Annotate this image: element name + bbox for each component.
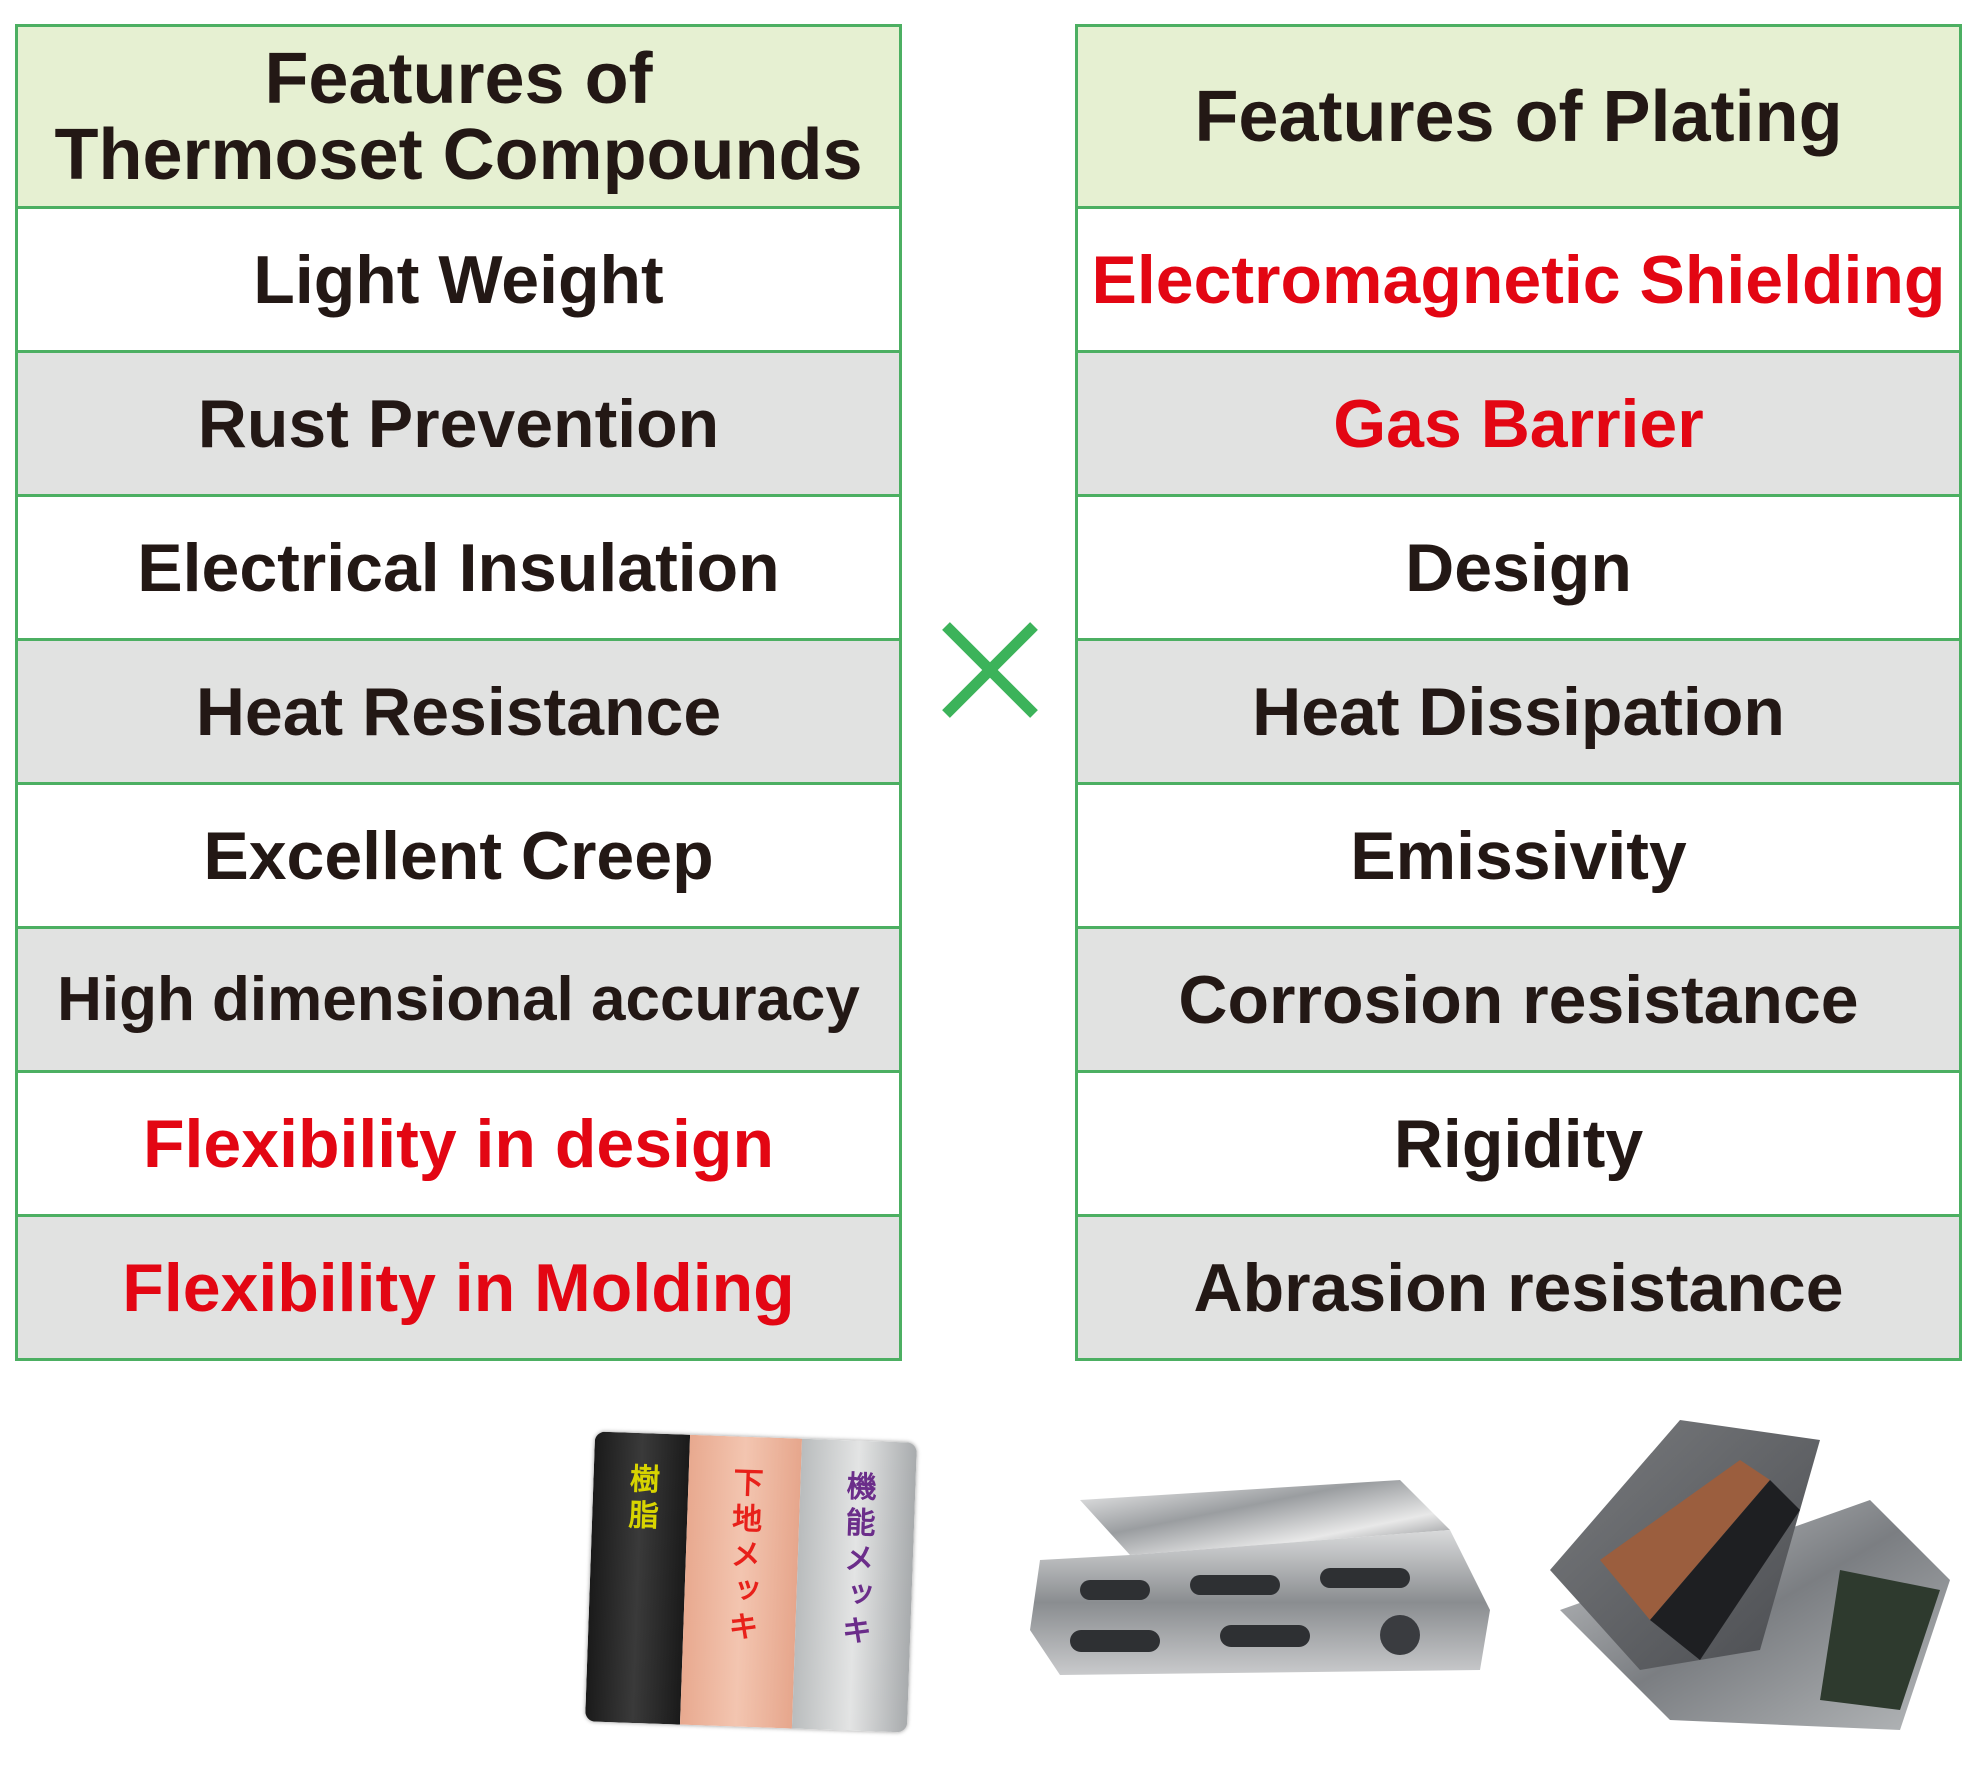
thermoset-features-header: Features of Thermoset Compounds <box>18 27 899 209</box>
multiply-cross-icon <box>942 622 1038 718</box>
feature-row-highlight: Electromagnetic Shielding <box>1078 209 1959 353</box>
feature-row: Abrasion resistance <box>1078 1217 1959 1358</box>
resin-layer: 樹脂 <box>585 1431 691 1725</box>
shielded-box-photo <box>1550 1420 1950 1730</box>
plating-layer-sample-photo: 樹脂 下地メッキ 機能メッキ <box>585 1431 917 1733</box>
header-line-2: Thermoset Compounds <box>54 114 863 195</box>
resin-layer-label: 樹脂 <box>622 1462 660 1536</box>
thermoset-features-table: Features of Thermoset Compounds Light We… <box>15 24 902 1361</box>
feature-row: Electrical Insulation <box>18 497 899 641</box>
functional-plating-label: 機能メッキ <box>835 1470 877 1652</box>
feature-row: Design <box>1078 497 1959 641</box>
feature-row: Excellent Creep <box>18 785 899 929</box>
feature-row: Light Weight <box>18 209 899 353</box>
feature-row-highlight: Flexibility in design <box>18 1073 899 1217</box>
feature-row-highlight: Flexibility in Molding <box>18 1217 899 1358</box>
base-plating-label: 下地メッキ <box>721 1466 764 1648</box>
feature-row-highlight: Gas Barrier <box>1078 353 1959 497</box>
base-plating-layer: 下地メッキ <box>679 1434 803 1729</box>
plated-housing-photo <box>1030 1480 1490 1675</box>
feature-row: Rust Prevention <box>18 353 899 497</box>
feature-row: High dimensional accuracy <box>18 929 899 1073</box>
header-line-1: Features of <box>264 38 653 119</box>
feature-row: Emissivity <box>1078 785 1959 929</box>
feature-row: Rigidity <box>1078 1073 1959 1217</box>
feature-row: Heat Resistance <box>18 641 899 785</box>
feature-row: Corrosion resistance <box>1078 929 1959 1073</box>
functional-plating-layer: 機能メッキ <box>791 1438 917 1733</box>
feature-row: Heat Dissipation <box>1078 641 1959 785</box>
plating-features-header: Features of Plating <box>1078 27 1959 209</box>
plating-features-table: Features of Plating Electromagnetic Shie… <box>1075 24 1962 1361</box>
